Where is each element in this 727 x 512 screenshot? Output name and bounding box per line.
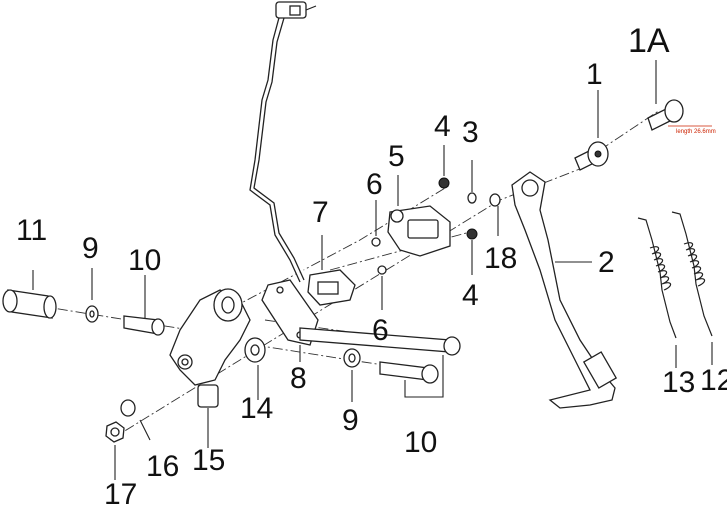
callout-12: 12 bbox=[700, 364, 727, 397]
part-6-screw-lower bbox=[377, 265, 387, 310]
callout-10-lower: 10 bbox=[404, 426, 437, 459]
part-1-pivot-bolt bbox=[574, 90, 609, 171]
part-14-washer bbox=[244, 337, 266, 400]
part-17-nut bbox=[105, 421, 125, 480]
part-2-side-stand bbox=[511, 171, 618, 409]
callout-17: 17 bbox=[104, 478, 137, 511]
part-18-clip bbox=[489, 193, 501, 236]
note-1a-length: length 26.6mm bbox=[676, 129, 716, 135]
callout-18: 18 bbox=[484, 242, 517, 275]
part-10-bolt-upper bbox=[299, 327, 461, 356]
callout-10-bracket bbox=[404, 355, 444, 398]
part-9-washer-left bbox=[85, 268, 99, 323]
part-15-bracket bbox=[169, 288, 251, 448]
callout-labels: 1 1A 2 3 4 4 5 6 6 7 8 9 9 10 10 11 12 1… bbox=[16, 22, 727, 511]
callout-6-upper: 6 bbox=[366, 168, 383, 201]
part-10-pin-left bbox=[123, 275, 165, 336]
callout-13: 13 bbox=[662, 366, 695, 399]
callout-4-upper: 4 bbox=[434, 110, 451, 143]
part-7-switch bbox=[307, 235, 356, 306]
part-3-washer bbox=[467, 160, 477, 204]
part-4-screw-upper bbox=[438, 145, 450, 189]
callout-9-left: 9 bbox=[82, 232, 99, 265]
part-5-housing bbox=[387, 175, 451, 257]
part-4-screw-lower bbox=[466, 228, 478, 275]
callout-1: 1 bbox=[586, 58, 603, 91]
callout-5: 5 bbox=[388, 140, 405, 173]
part-6-screw-upper bbox=[371, 200, 381, 247]
callout-15: 15 bbox=[192, 444, 225, 477]
wiring-harness bbox=[249, 1, 317, 283]
callout-6-lower: 6 bbox=[372, 314, 389, 347]
callout-8: 8 bbox=[290, 362, 307, 395]
callout-11: 11 bbox=[16, 214, 47, 247]
callout-10-left: 10 bbox=[128, 244, 161, 277]
callout-14: 14 bbox=[240, 392, 273, 425]
callout-2: 2 bbox=[598, 246, 615, 279]
callout-3: 3 bbox=[462, 116, 479, 149]
part-11-bushing bbox=[2, 270, 57, 319]
part-9-washer-lower bbox=[343, 348, 361, 402]
part-1a-bolt-detail bbox=[647, 60, 712, 131]
part-12-spring bbox=[671, 211, 713, 365]
part-16-washer bbox=[120, 399, 151, 441]
callout-4-lower: 4 bbox=[462, 279, 479, 312]
part-13-spring bbox=[637, 217, 677, 368]
callout-9-lower: 9 bbox=[342, 404, 359, 437]
callout-7: 7 bbox=[312, 196, 329, 229]
callout-16: 16 bbox=[146, 450, 179, 483]
callout-1a: 1A bbox=[628, 22, 670, 60]
part-10-bolt-lower bbox=[379, 361, 439, 384]
